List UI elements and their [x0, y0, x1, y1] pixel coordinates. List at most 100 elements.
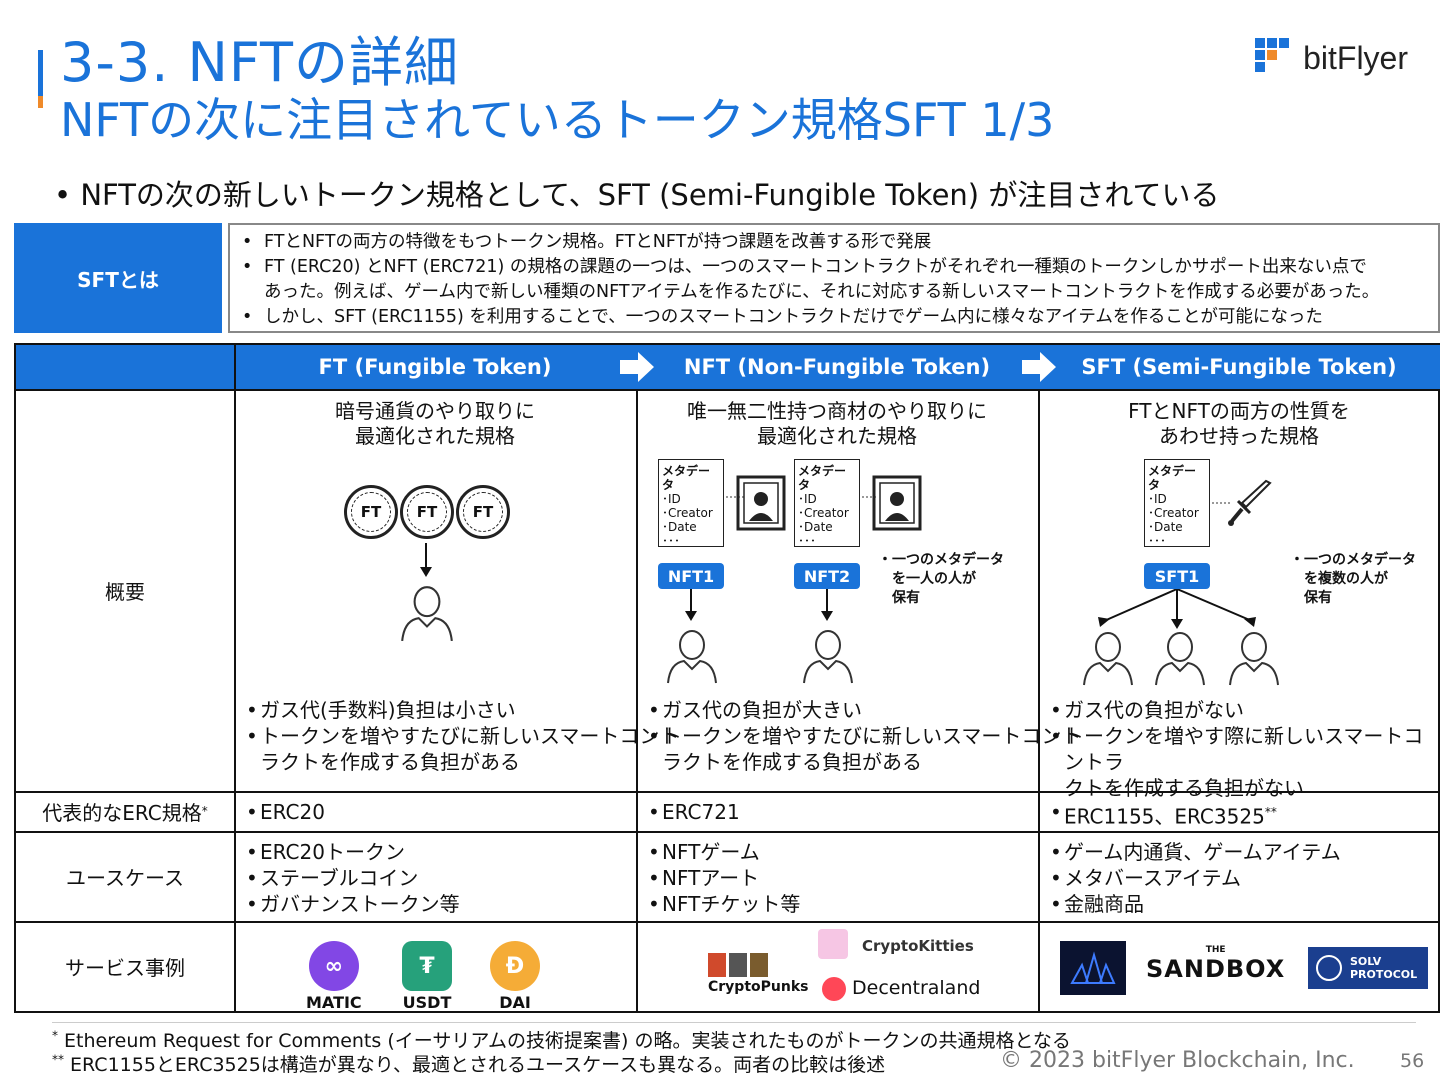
cryptokitties-icon	[818, 929, 848, 959]
arrow-right-icon	[1022, 352, 1056, 382]
list-item: ガバナンストークン等	[244, 891, 460, 917]
nft-erc: ERC721	[646, 799, 740, 825]
list-item: ERC721	[646, 799, 740, 825]
solv-protocol-logo: SOLV PROTOCOL	[1308, 947, 1428, 989]
metadata-line: ･･･	[1148, 534, 1167, 548]
note-line: を一人の人が	[892, 571, 976, 587]
ft-title-line: 最適化された規格	[355, 424, 515, 448]
nft2-badge: NFT2	[794, 563, 860, 589]
footnote-mark: **	[1264, 805, 1277, 819]
title-accent-bar	[38, 50, 43, 108]
sft-point-continued: あった。例えば、ゲーム内で新しい種類のNFTアイテムを作るたびに、それに対応する…	[264, 282, 1380, 302]
sft-usecases: ゲーム内通貨、ゲームアイテム メタバースアイテム 金融商品	[1048, 839, 1341, 917]
matic-icon: ∞	[308, 941, 359, 991]
column-header-blank	[16, 345, 234, 389]
sft-overview-title: FTとNFTの両方の性質を あわせ持った規格	[1038, 399, 1440, 449]
metadata-line: ･Date	[662, 520, 697, 534]
list-item: クトを作成する負担がない	[1064, 776, 1304, 800]
metadata-line: ･Creator	[798, 506, 849, 520]
nft-note: ・一つのメタデータ を一人の人が 保有	[878, 551, 1004, 608]
column-header-ft: FT (Fungible Token)	[234, 345, 636, 389]
person-icon	[1229, 632, 1279, 686]
metadata-line: ･Date	[1148, 520, 1183, 534]
solv-label: SOLV	[1350, 955, 1382, 968]
note-line: 保有	[1304, 590, 1332, 606]
coin-label: FT	[360, 503, 382, 521]
lead-bullet: • NFTの次の新しいトークン規格として、SFT (Semi-Fungible …	[54, 178, 1220, 212]
metadata-line: ･ID	[798, 492, 817, 506]
column-divider	[234, 345, 236, 1011]
sandbox-logo: THE SANDBOX	[1146, 945, 1285, 983]
branch-arrows	[1098, 589, 1256, 629]
footnote-2-text: ERC1155とERC3525は構造が異なり、最適とされるユースケースも異なる。…	[70, 1054, 886, 1076]
ft-coin-icon: FT	[344, 485, 398, 539]
list-item: ガス代の負担がない	[1048, 697, 1438, 723]
sft-overview-points: ガス代の負担がない トークンを増やす際に新しいスマートコントラ クトを作成する負…	[1048, 697, 1438, 801]
metadata-line: ･Creator	[662, 506, 713, 520]
list-item: メタバースアイテム	[1048, 865, 1341, 891]
sft-erc-text: ERC1155、ERC3525	[1064, 804, 1265, 829]
page-subtitle: NFTの次に注目されているトークン規格SFT 1/3	[60, 93, 1055, 147]
footnote-1: * Ethereum Request for Comments (イーサリアムの…	[52, 1026, 1071, 1053]
row-label-usecase: ユースケース	[66, 865, 184, 890]
sft-definition-label: SFTとは	[14, 223, 222, 333]
ft-title-line: 暗号通貨のやり取りに	[335, 399, 535, 423]
row-label-overview: 概要	[105, 579, 145, 604]
list-item: NFTチケット等	[646, 891, 800, 917]
list-item: ラクトを作成する負担がある	[662, 750, 922, 774]
list-item: トークンを増やす際に新しいスマートコントラ	[1048, 723, 1438, 775]
nft-overview-points: ガス代の負担が大きい トークンを増やすたびに新しいスマートコント ラクトを作成す…	[646, 697, 1081, 775]
metadata-line: ･ID	[662, 492, 681, 506]
footnote-1-text: Ethereum Request for Comments (イーサリアムの技術…	[64, 1030, 1071, 1052]
person-icon	[401, 586, 453, 642]
sft-point: FTとNFTの両方の特徴をもつトークン規格。FTとNFTが持つ課題を改善する形で…	[238, 230, 1430, 255]
adidas-logo-icon	[1060, 941, 1126, 995]
ft-coin-icon: FT	[456, 485, 510, 539]
sft-title-line: あわせ持った規格	[1159, 424, 1319, 448]
footnote-mark: *	[201, 804, 208, 818]
list-item: NFTアート	[646, 865, 800, 891]
column-header-nft: NFT (Non-Fungible Token)	[636, 345, 1038, 389]
metadata-card: メタデータ ･ID ･Creator ･Date ･･･	[1144, 459, 1210, 548]
nft1-badge: NFT1	[658, 563, 724, 589]
metadata-line: ･･･	[798, 534, 817, 548]
coin-label: FT	[472, 503, 494, 521]
list-item: NFTゲーム	[646, 839, 800, 865]
dotted-connector	[726, 496, 746, 498]
usdt-icon: ₮	[402, 941, 452, 991]
sft-point: FT (ERC20) とNFT (ERC721) の規格の課題の一つは、一つのス…	[238, 255, 1430, 280]
list-item: ラクトを作成する負担がある	[260, 750, 520, 774]
nft-title-line: 最適化された規格	[757, 424, 917, 448]
cryptopunks-label: CryptoPunks	[708, 979, 809, 995]
metadata-title: メタデータ	[798, 464, 847, 492]
sft-title-line: FTとNFTの両方の性質を	[1128, 399, 1350, 423]
footnote-2: ** ERC1155とERC3525は構造が異なり、最適とされるユースケースも異…	[52, 1050, 885, 1077]
dai-logo: Ð DAI	[490, 941, 540, 1012]
list-item: ガス代(手数料)負担は小さい	[244, 697, 679, 723]
decentraland-label: Decentraland	[852, 977, 981, 999]
note-line: を複数の人が	[1304, 571, 1388, 587]
portrait-frame-icon	[872, 475, 922, 531]
row-divider	[16, 921, 1438, 923]
nft-title-line: 唯一無二性持つ商材のやり取りに	[687, 399, 987, 423]
portrait-frame-icon	[736, 475, 786, 531]
solv-icon	[1316, 955, 1342, 981]
arrow-down-icon	[420, 543, 432, 577]
bitflyer-logo-text: bitFlyer	[1303, 39, 1408, 76]
list-item: ゲーム内通貨、ゲームアイテム	[1048, 839, 1341, 865]
coin-label: FT	[416, 503, 438, 521]
decentraland-icon	[822, 977, 846, 1001]
list-item: トークンを増やすたびに新しいスマートコント	[646, 723, 1081, 749]
note-line: 保有	[892, 590, 920, 606]
metadata-line: ･ID	[1148, 492, 1167, 506]
sword-icon	[1228, 479, 1272, 526]
list-item: ステーブルコイン	[244, 865, 460, 891]
sft-definition-box: FTとNFTの両方の特徴をもつトークン規格。FTとNFTが持つ課題を改善する形で…	[228, 223, 1440, 333]
solv-sublabel: PROTOCOL	[1350, 968, 1418, 981]
person-icon	[1155, 632, 1205, 686]
list-item: トークンを増やすたびに新しいスマートコント	[244, 723, 679, 749]
cryptopunks-icon	[708, 953, 768, 977]
ft-erc: ERC20	[244, 799, 325, 825]
ft-overview-points: ガス代(手数料)負担は小さい トークンを増やすたびに新しいスマートコント ラクト…	[244, 697, 679, 775]
footnote-mark: *	[52, 1028, 58, 1043]
